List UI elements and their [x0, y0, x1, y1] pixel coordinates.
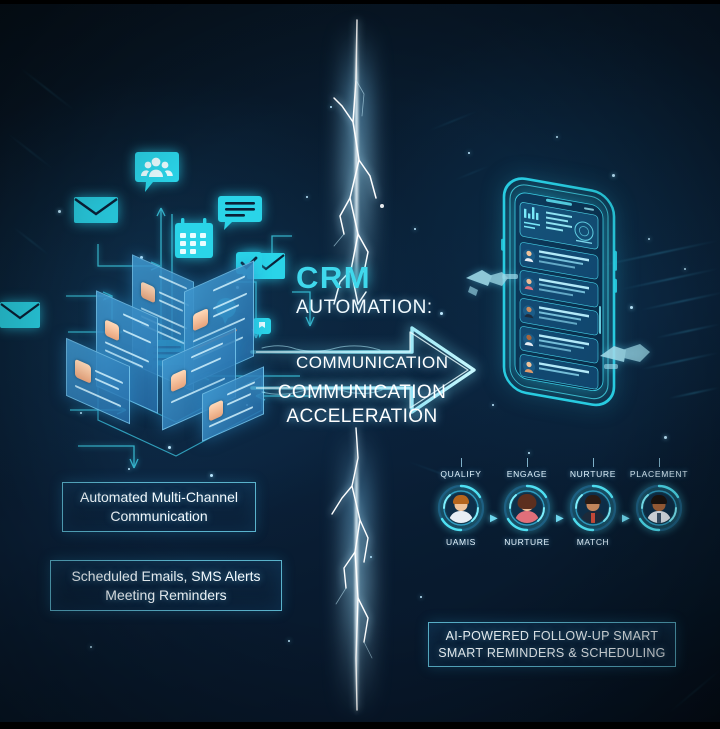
callout-line-1: Automated Multi-Channel: [80, 489, 238, 506]
headline-line-1: COMMUNICATION: [296, 353, 449, 372]
callout-automated-multichannel: Automated Multi-Channel Communication: [62, 482, 256, 532]
robotic-arm-icon: [462, 262, 522, 308]
stage-bottom-label: UAMIS: [446, 537, 476, 547]
headline-line-2a: COMMUNICATION: [277, 382, 447, 403]
brand-title: CRM: [296, 260, 372, 295]
envelope-icon-2: [0, 300, 40, 330]
avatar: [446, 493, 476, 523]
callout-ai-powered-followup: AI-POWERED FOLLOW-UP SMART SMART REMINDE…: [428, 622, 676, 667]
pipeline-stage-qualify[interactable]: QUALIFY UAM: [430, 458, 492, 547]
avatar: [644, 493, 674, 523]
stage-top-label: ENGAGE: [506, 469, 548, 479]
stage-bottom-label: MATCH: [576, 537, 610, 547]
callout-line-2: Communication: [110, 508, 208, 524]
group-chat-icon: [135, 152, 179, 196]
stage-top-label: PLACEMENT: [629, 469, 689, 479]
tick-mark: [592, 458, 594, 467]
tick-mark: [460, 458, 462, 467]
pipeline-stage-placement[interactable]: PLACEMENT: [628, 458, 690, 537]
callout-line-2: SMART REMINDERS & SCHEDULING: [438, 645, 666, 660]
recruitment-pipeline: QUALIFY UAM: [430, 458, 696, 560]
avatar: [512, 493, 542, 523]
avatar-ring: [635, 484, 683, 532]
callout-line-1: Scheduled Emails, SMS Alerts: [71, 567, 261, 584]
chat-lines-icon: [218, 196, 262, 234]
avatar-ring: [437, 484, 485, 532]
headline-line-2: COMMUNICATION ACCELERATION: [272, 381, 452, 430]
avatar-ring: [503, 484, 551, 532]
callout-line-2: Meeting Reminders: [105, 586, 227, 603]
candidate-card-stack: [66, 254, 274, 458]
calendar-icon: [175, 218, 213, 258]
headline-subtitle: AUTOMATION:: [296, 297, 433, 318]
stage-bottom-label: NURTURE: [504, 537, 550, 547]
envelope-icon: [74, 193, 118, 227]
callout-line-1: AI-POWERED FOLLOW-UP SMART: [445, 628, 659, 643]
headline-line-2b: ACCELERATION: [286, 406, 438, 428]
avatar: [578, 493, 608, 523]
stage-top-label: NURTURE: [569, 469, 617, 479]
tick-mark: [526, 458, 528, 467]
headline-group: CRM AUTOMATION:: [296, 262, 433, 319]
robotic-gripper-icon: [598, 338, 654, 384]
callout-scheduled-emails: Scheduled Emails, SMS Alerts Meeting Rem…: [50, 560, 282, 611]
tick-mark: [658, 458, 660, 467]
pipeline-stage-engage[interactable]: ENGAGE NURT: [496, 458, 558, 547]
avatar-ring: [569, 484, 617, 532]
stage-top-label: QUALIFY: [440, 469, 482, 479]
pipeline-stage-nurture[interactable]: NURTURE: [562, 458, 624, 547]
